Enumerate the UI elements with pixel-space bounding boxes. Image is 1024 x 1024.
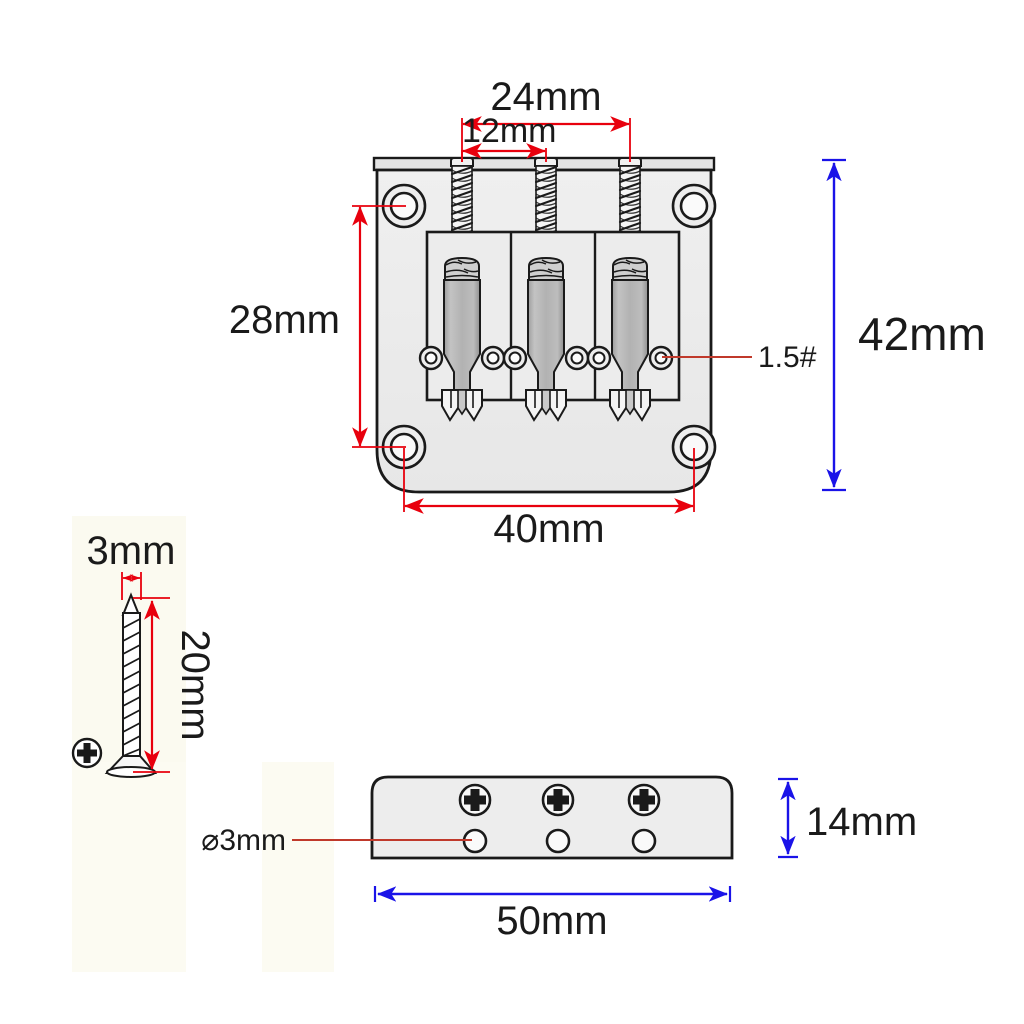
dimension-14mm: 14mm (778, 777, 917, 859)
dimension-3mm-screw: 3mm (87, 529, 176, 600)
dimension-24mm: 24mm (461, 75, 631, 162)
bridge-side-view: ⌀3mm 14mm 50mm (201, 775, 917, 943)
dim-label-20mm: 20mm (173, 629, 217, 740)
screw-body (104, 592, 158, 778)
side-phillips-screw-3 (627, 783, 661, 817)
dim-label-12mm: 12mm (462, 112, 556, 150)
bridge-top-view (372, 156, 717, 494)
callout-1p5: 1.5# (662, 341, 817, 374)
side-through-hole-2 (545, 828, 571, 854)
phillips-head-icon (71, 737, 103, 769)
side-phillips-screw-2 (541, 783, 575, 817)
dim-label-3mm-screw: 3mm (87, 529, 176, 573)
side-through-hole-3 (631, 828, 657, 854)
callout-label-1p5: 1.5# (758, 341, 817, 374)
dimension-28mm: 28mm (229, 205, 406, 448)
dimension-20mm: 20mm (133, 597, 217, 773)
dimension-42mm: 42mm (822, 158, 986, 492)
dimension-40mm: 40mm (403, 448, 695, 551)
dimension-12mm: 12mm (461, 112, 556, 162)
dim-label-50mm: 50mm (496, 899, 607, 943)
mounting-screw-detail: 3mm 20mm (71, 529, 217, 778)
dim-label-28mm: 28mm (229, 298, 340, 342)
dim-label-42mm: 42mm (858, 308, 986, 360)
side-phillips-screw-1 (458, 783, 492, 817)
dimension-50mm: 50mm (373, 886, 732, 943)
dim-label-40mm: 40mm (493, 507, 604, 551)
mount-hole-top-right (671, 183, 717, 229)
callout-diameter-3mm: ⌀3mm (201, 824, 472, 857)
dim-label-14mm: 14mm (806, 800, 917, 844)
dim-label-24mm: 24mm (490, 75, 601, 119)
watermark-backdrop (72, 516, 334, 972)
callout-label-diameter: ⌀3mm (201, 824, 286, 857)
